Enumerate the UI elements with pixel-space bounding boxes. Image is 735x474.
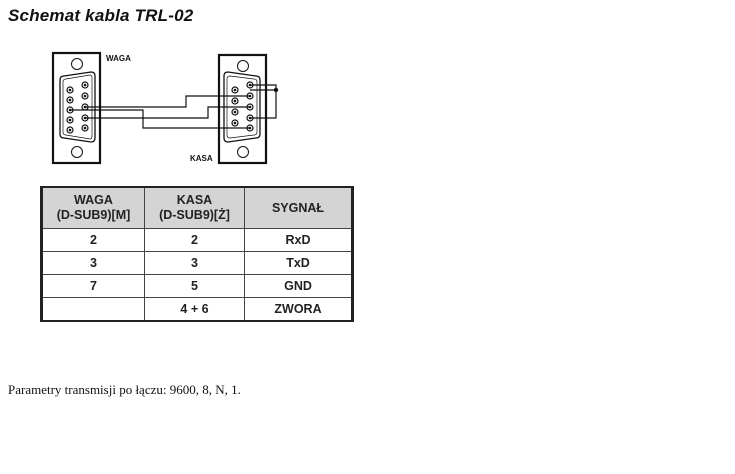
page-title: Schemat kabla TRL-02 (8, 6, 194, 25)
mount-hole-bottom (71, 146, 83, 158)
mount-hole-top (71, 58, 83, 70)
mount-hole-top (237, 60, 249, 72)
cell-kasa: 3 (144, 251, 245, 275)
cell-waga (41, 297, 145, 322)
cell-signal: GND (244, 274, 353, 298)
header-waga: WAGA(D-SUB9)[M] (41, 186, 145, 229)
wire-txd (70, 109, 250, 129)
cell-signal: TxD (244, 251, 353, 275)
cell-kasa: 2 (144, 228, 245, 252)
wire-jumper (250, 84, 277, 119)
cell-kasa: 4 + 6 (144, 297, 245, 322)
wire-gnd (85, 106, 250, 119)
cell-kasa: 5 (144, 274, 245, 298)
header-kasa: KASA(D-SUB9)[Ż] (144, 186, 245, 229)
header-signal: SYGNAŁ (244, 186, 353, 229)
junction-dot (273, 87, 279, 93)
table-row: 3 3 TxD (41, 251, 353, 275)
mount-hole-bottom (237, 146, 249, 158)
wire-rxd (85, 95, 250, 108)
cable-wires (70, 84, 277, 129)
pinout-table: WAGA(D-SUB9)[M] KASA(D-SUB9)[Ż] SYGNAŁ 2… (40, 186, 354, 322)
cell-waga: 2 (41, 228, 145, 252)
transmission-parameters-note: Parametry transmisji po łączu: 9600, 8, … (8, 382, 241, 397)
waga-connector (51, 51, 102, 165)
cell-waga: 3 (41, 251, 145, 275)
table-header-row: WAGA(D-SUB9)[M] KASA(D-SUB9)[Ż] SYGNAŁ (41, 186, 353, 229)
cell-signal: RxD (244, 228, 353, 252)
table-row: 7 5 GND (41, 274, 353, 298)
cell-waga: 7 (41, 274, 145, 298)
table-row: 4 + 6 ZWORA (41, 297, 353, 322)
kasa-connector (217, 53, 268, 165)
cable-wiring-diagram: WAGA KASA (51, 51, 279, 165)
cell-signal: ZWORA (244, 297, 353, 322)
table-row: 2 2 RxD (41, 228, 353, 252)
kasa-connector-label: KASA (190, 154, 213, 163)
waga-connector-label: WAGA (106, 54, 131, 63)
